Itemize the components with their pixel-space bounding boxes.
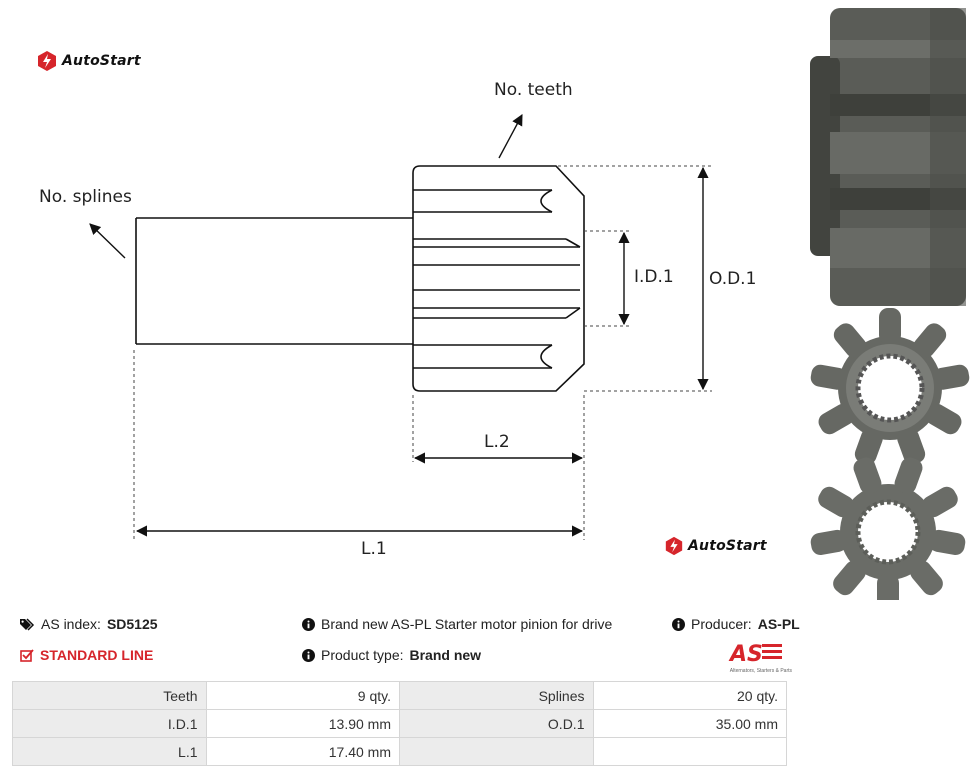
- as-index: AS index: SD5125: [20, 616, 158, 632]
- as-pl-logo: AS Alternators, Starters & Parts: [716, 640, 792, 674]
- product-description: Brand new AS-PL Starter motor pinion for…: [302, 616, 612, 632]
- spec-key: L.1: [12, 737, 207, 766]
- no-teeth-label: No. teeth: [494, 80, 573, 100]
- spec-key: [399, 737, 594, 766]
- standard-line-text: STANDARD LINE: [40, 647, 154, 663]
- checkbox-icon: [20, 648, 34, 662]
- product-type-label: Product type:: [321, 647, 404, 663]
- spec-value: 20 qty.: [592, 681, 787, 710]
- table-row: I.D.1 13.90 mm O.D.1 35.00 mm: [12, 709, 787, 738]
- as-index-label: AS index:: [41, 616, 101, 632]
- svg-text:AS: AS: [728, 642, 763, 664]
- spec-value: 9 qty.: [205, 681, 400, 710]
- autostart-logo-bottom: AutoStart: [664, 536, 767, 556]
- autostart-logo-text: AutoStart: [62, 53, 141, 69]
- spec-value: 17.40 mm: [205, 737, 400, 766]
- l2-label: L.2: [484, 432, 510, 452]
- standard-line-badge: STANDARD LINE: [20, 647, 153, 663]
- spec-value: 35.00 mm: [592, 709, 787, 738]
- specs-table: Teeth 9 qty. Splines 20 qty. I.D.1 13.90…: [12, 681, 787, 766]
- description-text: Brand new AS-PL Starter motor pinion for…: [321, 616, 613, 632]
- table-row: Teeth 9 qty. Splines 20 qty.: [12, 681, 787, 710]
- tags-icon: [20, 617, 35, 631]
- id1-label: I.D.1: [634, 267, 674, 287]
- spec-key: I.D.1: [12, 709, 207, 738]
- spec-value: 13.90 mm: [205, 709, 400, 738]
- spec-value: [592, 737, 787, 766]
- no-splines-label: No. splines: [39, 187, 132, 207]
- splines-pointer: [89, 223, 126, 259]
- l1-label: L.1: [361, 539, 387, 559]
- producer-label: Producer:: [691, 616, 752, 632]
- as-pl-logo-mark: AS: [728, 642, 782, 667]
- pinion-diagram: [89, 114, 712, 540]
- product-type-value: Brand new: [409, 647, 482, 663]
- info-icon: [302, 617, 315, 631]
- table-row: L.1 17.40 mm: [12, 737, 787, 766]
- autostart-logo-top: AutoStart: [36, 50, 141, 72]
- info-icon: [302, 648, 315, 662]
- pinion-face-photo-2: [810, 457, 966, 600]
- as-index-value: SD5125: [106, 616, 158, 632]
- autostart-logo-icon: [38, 51, 56, 71]
- autostart-logo-icon: [665, 536, 683, 556]
- product-photos: [810, 8, 970, 600]
- info-icon: [672, 617, 685, 631]
- spec-key: Splines: [399, 681, 594, 710]
- producer-value: AS-PL: [757, 616, 800, 632]
- pinion-face-photo-1: [810, 308, 970, 465]
- teeth-pointer: [498, 114, 523, 159]
- gear-outline: [412, 165, 585, 392]
- pinion-side-photo: [810, 8, 966, 306]
- producer: Producer: AS-PL: [672, 616, 800, 632]
- as-pl-logo-caption: Alternators, Starters & Parts: [729, 668, 792, 674]
- product-type: Product type: Brand new: [302, 647, 481, 663]
- od1-label: O.D.1: [709, 269, 757, 289]
- spec-key: O.D.1: [399, 709, 594, 738]
- autostart-logo-text: AutoStart: [688, 538, 767, 554]
- spec-key: Teeth: [12, 681, 207, 710]
